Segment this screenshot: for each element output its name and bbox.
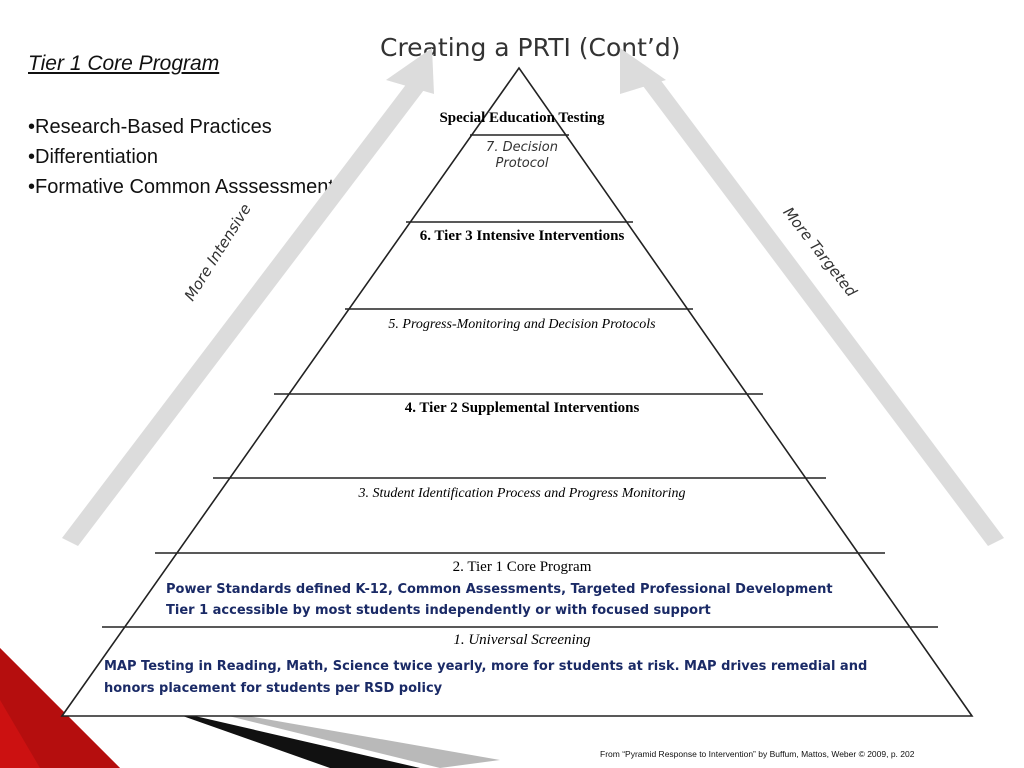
pyramid-outline xyxy=(60,66,974,717)
tier-1-label: 1. Universal Screening xyxy=(453,632,591,648)
tier-3-label: 3. Student Identification Process and Pr… xyxy=(357,486,685,501)
citation-text: From “Pyramid Response to Intervention” … xyxy=(600,749,915,759)
left-arrow xyxy=(62,48,434,546)
bullet-list: •Research-Based Practices •Differentiati… xyxy=(28,112,348,202)
tier-2-note-line-2: Tier 1 accessible by most students indep… xyxy=(166,603,711,618)
tier-2-label: 2. Tier 1 Core Program xyxy=(453,559,592,575)
tier-6-label: 6. Tier 3 Intensive Interventions xyxy=(420,228,625,244)
bullet-item-research: •Research-Based Practices xyxy=(28,116,272,138)
bullet-item-differentiation: •Differentiation xyxy=(28,146,159,168)
tier-5-label: 5. Progress-Monitoring and Decision Prot… xyxy=(388,317,656,332)
special-education-testing-label: Special Education Testing xyxy=(439,110,605,126)
black-swoosh-decoration xyxy=(160,708,420,768)
tier-1-note-line-1: MAP Testing in Reading, Math, Science tw… xyxy=(104,659,867,674)
tier-2-note-line-1: Power Standards defined K-12, Common Ass… xyxy=(166,582,833,597)
gray-swoosh-decoration xyxy=(180,704,500,768)
decision-protocol-line-1: 7. Decision xyxy=(486,140,558,155)
bullet-item-assessments: •Formative Common Asssessments xyxy=(28,176,344,198)
right-arrow xyxy=(620,48,1004,546)
tier-4-label: 4. Tier 2 Supplemental Interventions xyxy=(405,400,640,416)
more-targeted-label: More Targeted xyxy=(779,204,860,301)
decision-protocol-line-2: Protocol xyxy=(496,156,549,171)
tier-1-note-line-2: honors placement for students per RSD po… xyxy=(104,681,443,696)
tier-1-heading: Tier 1 Core Program xyxy=(28,52,220,75)
more-intensive-label: More Intensive xyxy=(181,201,255,305)
red-wedge-shade xyxy=(0,648,120,768)
